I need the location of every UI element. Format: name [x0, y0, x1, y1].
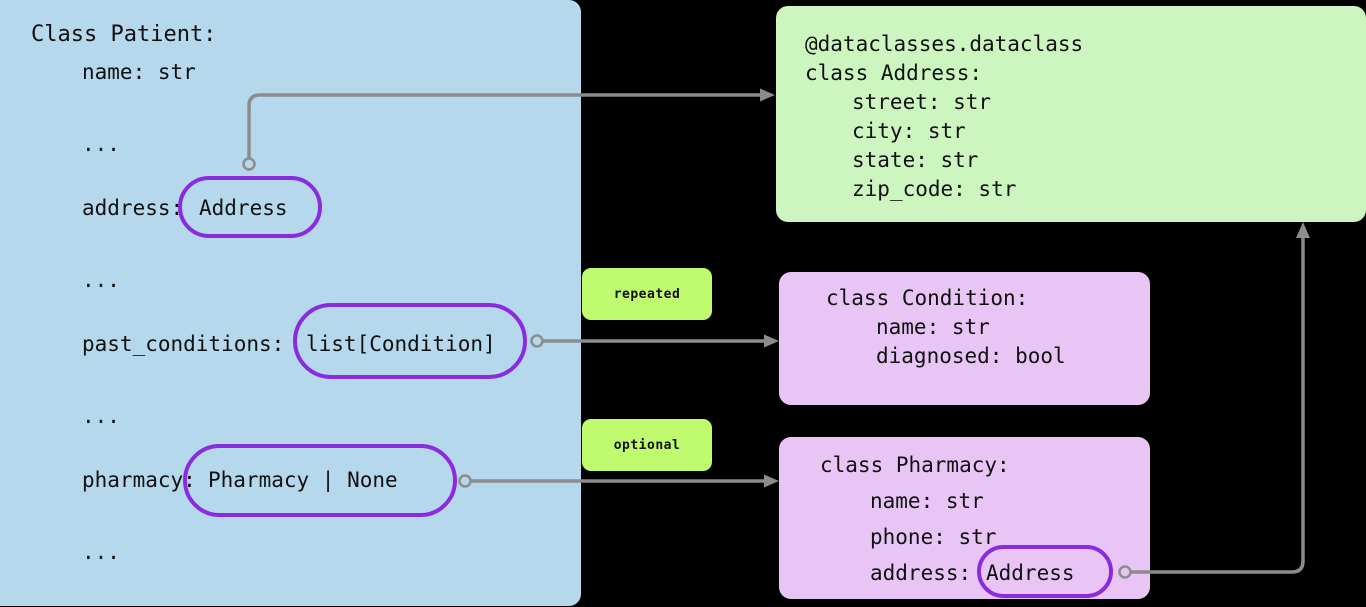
condition-class-panel	[779, 272, 1150, 405]
condition-field-name: name: str	[876, 315, 990, 339]
address-class-line: class Address:	[805, 61, 983, 85]
condition-class-line: class Condition:	[826, 286, 1029, 310]
pharmacy-class-line: class Pharmacy:	[820, 453, 1010, 477]
highlight-pill-patient-past-conditions[interactable]	[293, 303, 527, 379]
patient-field-address-label: address:	[82, 196, 184, 220]
patient-field-name: name: str	[82, 60, 196, 84]
address-decorator: @dataclasses.dataclass	[805, 32, 1084, 56]
highlight-pill-pharmacy-address[interactable]	[977, 545, 1113, 598]
address-field-state: state: str	[852, 148, 979, 172]
highlight-pill-patient-address[interactable]	[178, 176, 322, 238]
address-field-street: street: str	[852, 90, 992, 114]
patient-ellipsis-2: ...	[82, 268, 120, 292]
patient-ellipsis-4: ...	[82, 540, 120, 564]
address-class-panel	[776, 6, 1366, 222]
patient-class-header: Class Patient:	[31, 22, 217, 47]
badge-optional: optional	[582, 419, 712, 471]
patient-field-pharmacy-label: pharmacy:	[82, 468, 196, 492]
pharmacy-field-phone: phone: str	[870, 525, 997, 549]
highlight-pill-patient-pharmacy[interactable]	[183, 444, 457, 517]
badge-repeated: repeated	[582, 268, 712, 320]
patient-field-conditions-label: past_conditions:	[82, 332, 285, 356]
address-field-zip-code: zip_code: str	[852, 177, 1017, 201]
address-field-city: city: str	[852, 119, 966, 143]
patient-ellipsis-3: ...	[82, 404, 120, 428]
pharmacy-field-address-label: address:	[870, 561, 972, 585]
patient-ellipsis-1: ...	[82, 132, 120, 156]
pharmacy-field-name: name: str	[870, 489, 984, 513]
condition-field-diagnosed: diagnosed: bool	[876, 344, 1066, 368]
